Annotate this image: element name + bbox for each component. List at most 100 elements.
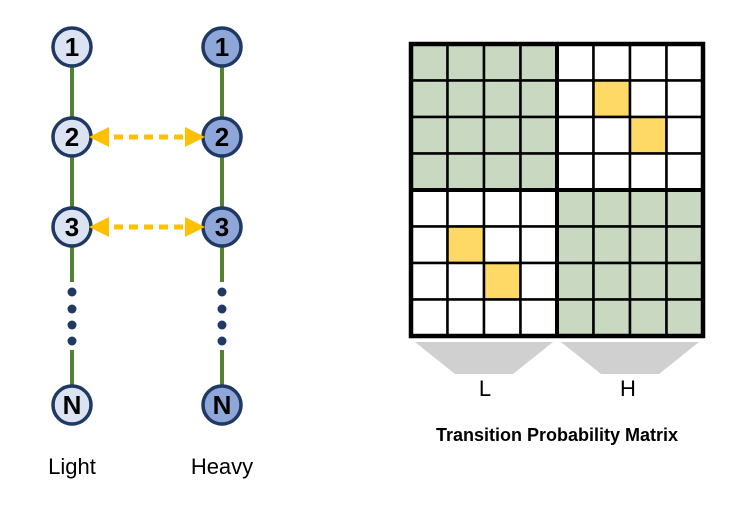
matrix-cell [665, 188, 705, 228]
matrix-cell [519, 188, 559, 228]
matrix-cell [628, 298, 668, 338]
light-chain-label: Light [48, 454, 96, 479]
light-ellipsis-dot [67, 304, 77, 314]
matrix-cell-highlight [628, 115, 668, 155]
matrix-cell [482, 188, 522, 228]
matrix-cell [409, 152, 449, 192]
matrix-cell [555, 115, 595, 155]
heavy-node-circle [201, 26, 243, 68]
matrix-cell [519, 261, 559, 301]
matrix-cell [628, 42, 668, 82]
light-ellipsis-dot [67, 287, 77, 297]
matrix-cell [592, 42, 632, 82]
heavy-chain-label: Heavy [191, 454, 253, 479]
matrix-cell [409, 79, 449, 119]
matrix-cell [555, 225, 595, 265]
heavy-node-circle [201, 384, 243, 426]
light-node-label: 2 [65, 122, 79, 152]
matrix-cell [409, 188, 449, 228]
block-label-h: H [620, 376, 636, 401]
matrix-grid [408, 41, 706, 339]
matrix-cell [665, 225, 705, 265]
matrix-cell [519, 42, 559, 82]
block-label-l: L [479, 376, 491, 401]
matrix-cell [592, 152, 632, 192]
matrix-cell [592, 225, 632, 265]
light-ellipsis-dot [67, 336, 77, 346]
light-node: 3 [51, 206, 93, 248]
light-node: 2 [51, 116, 93, 158]
matrix-cell [555, 298, 595, 338]
matrix-cell [409, 42, 449, 82]
heavy-ellipsis-dot [217, 304, 227, 314]
matrix-cell [446, 42, 486, 82]
matrix-cell [555, 79, 595, 119]
light-node-circle [51, 26, 93, 68]
matrix-cell [482, 115, 522, 155]
heavy-node-label: N [213, 390, 232, 420]
matrix-cell [446, 115, 486, 155]
matrix-cell [519, 79, 559, 119]
matrix-cell [482, 298, 522, 338]
matrix-cell [555, 188, 595, 228]
matrix-cell-highlight [482, 261, 522, 301]
matrix-cell [592, 298, 632, 338]
matrix-cell [519, 225, 559, 265]
matrix-cell-highlight [446, 225, 486, 265]
matrix-cell [628, 225, 668, 265]
matrix-cell [592, 115, 632, 155]
matrix-cell [482, 225, 522, 265]
block-braces [415, 342, 699, 374]
matrix-cell [628, 188, 668, 228]
brace-heavy [561, 342, 699, 374]
heavy-node-label: 1 [215, 32, 229, 62]
matrix-cell [555, 261, 595, 301]
matrix-cell [592, 261, 632, 301]
light-node-label: 3 [65, 212, 79, 242]
heavy-node: 1 [201, 26, 243, 68]
heavy-node: N [201, 384, 243, 426]
matrix-cell [446, 188, 486, 228]
matrix-cell [409, 225, 449, 265]
matrix-cell [665, 115, 705, 155]
matrix-cell [665, 261, 705, 301]
light-node: 1 [51, 26, 93, 68]
matrix-cell [409, 115, 449, 155]
matrix-cell [592, 188, 632, 228]
matrix-cell [628, 261, 668, 301]
matrix-cell [446, 79, 486, 119]
matrix-cell [665, 42, 705, 82]
heavy-chain: 1 2 3N [201, 26, 243, 426]
matrix-cell [446, 152, 486, 192]
matrix-cell [409, 298, 449, 338]
matrix-cell [665, 79, 705, 119]
matrix-cell [555, 152, 595, 192]
heavy-node: 2 [201, 116, 243, 158]
light-chain: 1 2 3N [51, 26, 93, 426]
matrix-cell [446, 298, 486, 338]
heavy-node-label: 3 [215, 212, 229, 242]
matrix-cell [446, 261, 486, 301]
brace-light [415, 342, 553, 374]
matrix-cell [409, 261, 449, 301]
light-node-circle [51, 384, 93, 426]
matrix-cell [555, 42, 595, 82]
heavy-ellipsis-dot [217, 287, 227, 297]
light-node-label: N [63, 390, 82, 420]
light-node-label: 1 [65, 32, 79, 62]
matrix-cell [665, 298, 705, 338]
matrix-cell [482, 42, 522, 82]
heavy-ellipsis-dot [217, 336, 227, 346]
heavy-node-label: 2 [215, 122, 229, 152]
matrix-cell [628, 152, 668, 192]
matrix-cell [628, 79, 668, 119]
heavy-ellipsis-dot [217, 320, 227, 330]
transition-matrix: L H Transition Probability Matrix [408, 41, 706, 445]
chains-group: 1 2 3N 1 2 3N Light Heavy [48, 26, 253, 479]
matrix-cell [519, 298, 559, 338]
light-node: N [51, 384, 93, 426]
matrix-caption: Transition Probability Matrix [436, 425, 678, 445]
light-ellipsis-dot [67, 320, 77, 330]
matrix-cell-highlight [592, 79, 632, 119]
